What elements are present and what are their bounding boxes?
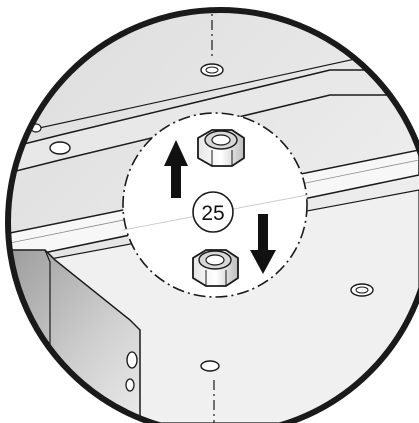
- bracket-hole-1: [126, 351, 138, 369]
- lower-lock-nut: [192, 249, 239, 287]
- up-arrow-icon: [164, 140, 188, 198]
- hole-top: [200, 63, 224, 77]
- magnifier-ring: [5, 7, 419, 423]
- hole-left-upper: [49, 141, 71, 155]
- hole-right-lower: [350, 283, 374, 297]
- hole-right-lower-inner: [355, 286, 369, 294]
- bracket-slot: [86, 409, 122, 423]
- step-number-badge: [192, 191, 234, 233]
- bracket-hole-2: [125, 378, 135, 392]
- hole-bottom: [200, 360, 220, 372]
- step-number: 25: [201, 202, 224, 225]
- down-arrow-icon: [250, 214, 276, 274]
- upper-lock-nut: [197, 129, 245, 167]
- hole-top-inner: [205, 66, 219, 74]
